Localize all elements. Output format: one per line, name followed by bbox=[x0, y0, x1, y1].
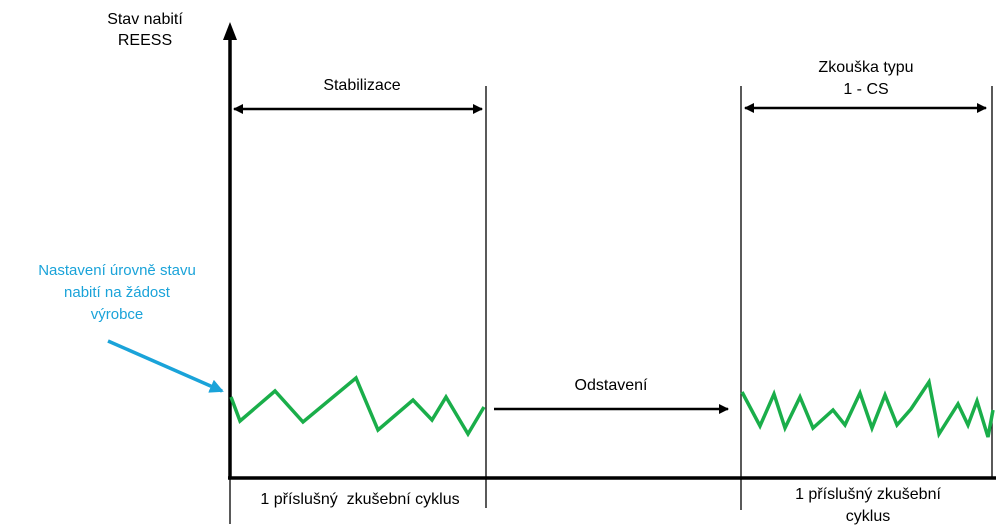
y-axis-label-line2: REESS bbox=[118, 32, 172, 49]
y-axis-arrowhead bbox=[223, 22, 237, 40]
callout-text-line1: Nastavení úrovně stavu bbox=[38, 262, 196, 279]
callout-arrow bbox=[107, 339, 224, 393]
cs-test-label-line1: Zkouška typu bbox=[818, 59, 913, 76]
cycle-label-second-line1: 1 příslušný zkušební bbox=[795, 486, 941, 503]
stabilization-label: Stabilizace bbox=[323, 77, 400, 94]
cycle-label-first: 1 příslušný zkušební cyklus bbox=[260, 491, 459, 508]
cycle-label-second-line2: cyklus bbox=[846, 508, 890, 525]
soc-signal-cs-test bbox=[740, 377, 995, 439]
y-axis-label-line1: Stav nabití bbox=[107, 11, 183, 28]
soak-label: Odstavení bbox=[575, 377, 648, 394]
soc-signal-stabilization bbox=[229, 375, 486, 438]
cs-test-label-line2: 1 - CS bbox=[843, 81, 888, 98]
callout-text-line2: nabití na žádost bbox=[64, 284, 171, 301]
callout-text-line3: výrobce bbox=[91, 306, 144, 323]
